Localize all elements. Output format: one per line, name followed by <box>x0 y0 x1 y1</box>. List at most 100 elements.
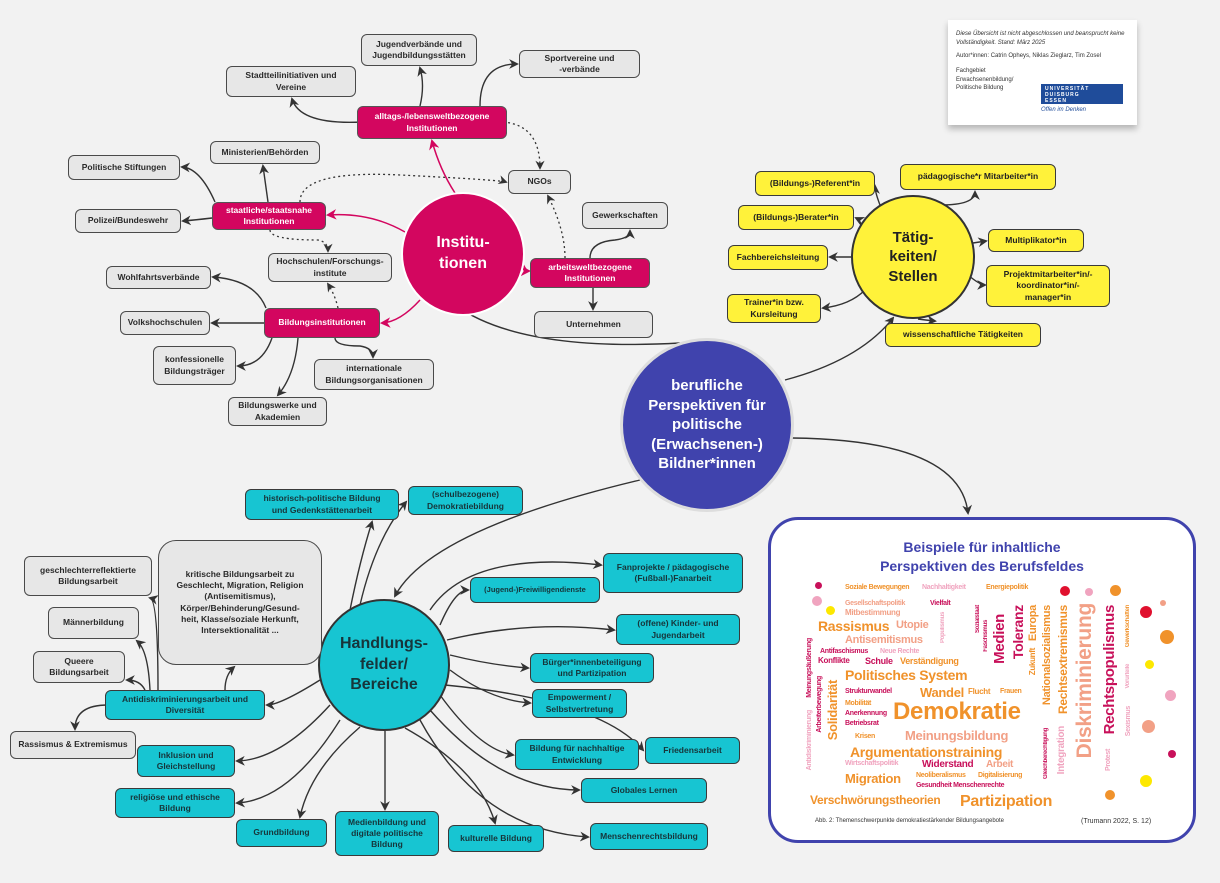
word: Meinungsbildung <box>905 728 1009 743</box>
connector-arrow <box>972 237 988 248</box>
node-unternehmen: Unternehmen <box>534 311 653 338</box>
node-international: internationale Bildungsorganisationen <box>314 359 434 390</box>
word: Verschwörungstheorien <box>810 793 941 807</box>
node-jugendarbeit: (offene) Kinder- und Jugendarbeit <box>616 614 740 645</box>
word: Anerkennung <box>845 710 887 717</box>
word: Schule <box>865 656 893 666</box>
connector-arrow <box>917 315 937 326</box>
institutionen-node: Institu- tionen <box>401 192 525 316</box>
word: Digitalisierung <box>978 772 1023 779</box>
authors-text: Autor*innen: Catrin Opheys, Niklas Ziegl… <box>956 53 1102 60</box>
connector-arrow <box>289 97 363 124</box>
word: Wandel <box>920 685 964 700</box>
word: Toleranz <box>1010 605 1026 660</box>
edge-center-beispiele <box>791 437 973 515</box>
node-maennerbildung: Männerbildung <box>48 607 139 639</box>
cloud-dot <box>812 596 822 606</box>
node-polizei: Polizei/Bundeswehr <box>75 209 181 233</box>
connector-arrow <box>429 709 581 795</box>
cloud-dot <box>1085 588 1093 596</box>
word: Meinungsäußerung <box>806 638 813 698</box>
connector-arrow <box>148 595 159 691</box>
connector-arrow <box>349 520 375 611</box>
word: Antisemitismus <box>845 634 923 646</box>
connector-arrow <box>446 624 616 641</box>
word: Vorurteile <box>1125 664 1131 689</box>
category-alltags: alltags-/lebensweltbezogene Institutione… <box>357 106 507 139</box>
taetigkeiten-node: Tätig- keiten/ Stellen <box>851 195 975 319</box>
word: Sozialstaat <box>975 605 981 634</box>
connector-arrow <box>296 726 361 819</box>
cloud-dot <box>826 606 835 615</box>
node-globales-lernen: Globales Lernen <box>581 778 707 803</box>
word: Nachhaltigkeit <box>922 584 966 591</box>
beispiele-title: Beispiele für inhaltliche Perspektiven d… <box>880 539 1084 574</box>
node-hochschulen: Hochschulen/Forschungs- institute <box>268 253 392 282</box>
word: Neue Rechte <box>880 648 920 655</box>
node-gewerkschaften: Gewerkschaften <box>582 202 668 229</box>
node-medienbildung: Medienbildung und digitale politische Bi… <box>335 811 439 856</box>
connector-arrow <box>417 66 427 107</box>
beispiele-panel: Beispiele für inhaltliche Perspektiven d… <box>768 517 1196 843</box>
category-bildung: Bildungsinstitutionen <box>264 308 380 338</box>
edge-institutionen-alltags <box>429 138 456 194</box>
cloud-dot <box>1160 630 1174 644</box>
connector-arrow <box>359 500 408 606</box>
word: Vielfalt <box>930 600 951 607</box>
node-inklusion: Inklusion und Gleichstellung <box>137 745 235 777</box>
word: Mobilität <box>845 700 872 707</box>
word: Zukunft <box>1028 648 1037 676</box>
word: Frauen <box>1000 688 1022 695</box>
center-node: berufliche Perspektiven für politische (… <box>620 338 794 512</box>
node-konfessionell: konfessionelle Bildungsträger <box>153 346 236 385</box>
word: Europa <box>1027 605 1039 642</box>
word: Partizipation <box>960 793 1053 810</box>
cloud-dot <box>1145 660 1154 669</box>
node-paed-mitarbeiter: pädagogische*r Mitarbeiter*in <box>900 164 1056 190</box>
node-multiplikator: Multiplikator*in <box>988 229 1084 252</box>
node-religioese-bildung: religiöse und ethische Bildung <box>115 788 235 818</box>
word: Argumentationstraining <box>850 744 1003 760</box>
connector-arrow <box>235 704 331 766</box>
edge-institutionen-staatlich <box>325 209 406 233</box>
node-bildungswerke: Bildungswerke und Akademien <box>228 397 327 426</box>
university-logo: UNIVERSITÄT DUISBURG ESSEN <box>1041 84 1123 104</box>
node-fanprojekte: Fanprojekte / pädagogische (Fußball-)Fan… <box>603 553 743 593</box>
handlungsfelder-node: Handlungs- felder/ Bereiche <box>318 599 450 731</box>
cloud-dot <box>1060 586 1070 596</box>
word: Arbeit <box>986 759 1014 770</box>
connector-arrow <box>135 639 151 691</box>
connector-arrow <box>265 679 321 710</box>
node-referent: (Bildungs-)Referent*in <box>755 171 875 196</box>
word: Rassismus <box>818 618 890 634</box>
node-empowerment: Empowerment / Selbstvertretung <box>532 689 627 718</box>
node-projektmitarbeiter: Projektmitarbeiter*in/- koordinator*in/-… <box>986 265 1110 307</box>
connector-arrow <box>269 229 333 253</box>
node-vhs: Volkshochschulen <box>120 311 210 335</box>
node-rassismus-extremismus: Rassismus & Extremismus <box>10 731 136 759</box>
connector-arrow <box>404 727 498 825</box>
word: Migration <box>845 771 901 786</box>
word: Sexismus <box>1125 706 1132 737</box>
cloud-dot <box>1160 600 1166 606</box>
edge-institutionen-bildung <box>379 299 421 328</box>
word: Gewerkschaften <box>1125 605 1131 648</box>
connector-arrow <box>125 675 146 691</box>
word: Widerstand <box>922 759 974 770</box>
node-kulturelle-bildung: kulturelle Bildung <box>448 825 544 852</box>
word: Konflikte <box>818 656 850 665</box>
node-grundbildung: Grundbildung <box>236 819 327 847</box>
word: Medien <box>991 614 1008 664</box>
cloud-dot <box>1142 720 1155 733</box>
connector-arrow <box>259 164 269 203</box>
cloud-dot <box>1105 790 1115 800</box>
node-berater: (Bildungs-)Berater*in <box>738 205 854 230</box>
node-stiftungen: Politische Stiftungen <box>68 155 180 180</box>
word: Energiepolitik <box>986 584 1029 591</box>
word: Rechtsextremismus <box>1056 605 1070 714</box>
word: Utopie <box>896 619 929 631</box>
word: Neoliberalismus <box>916 772 966 779</box>
node-fachbereichsleitung: Fachbereichsleitung <box>728 245 828 270</box>
word: Demokratie <box>893 698 1021 725</box>
